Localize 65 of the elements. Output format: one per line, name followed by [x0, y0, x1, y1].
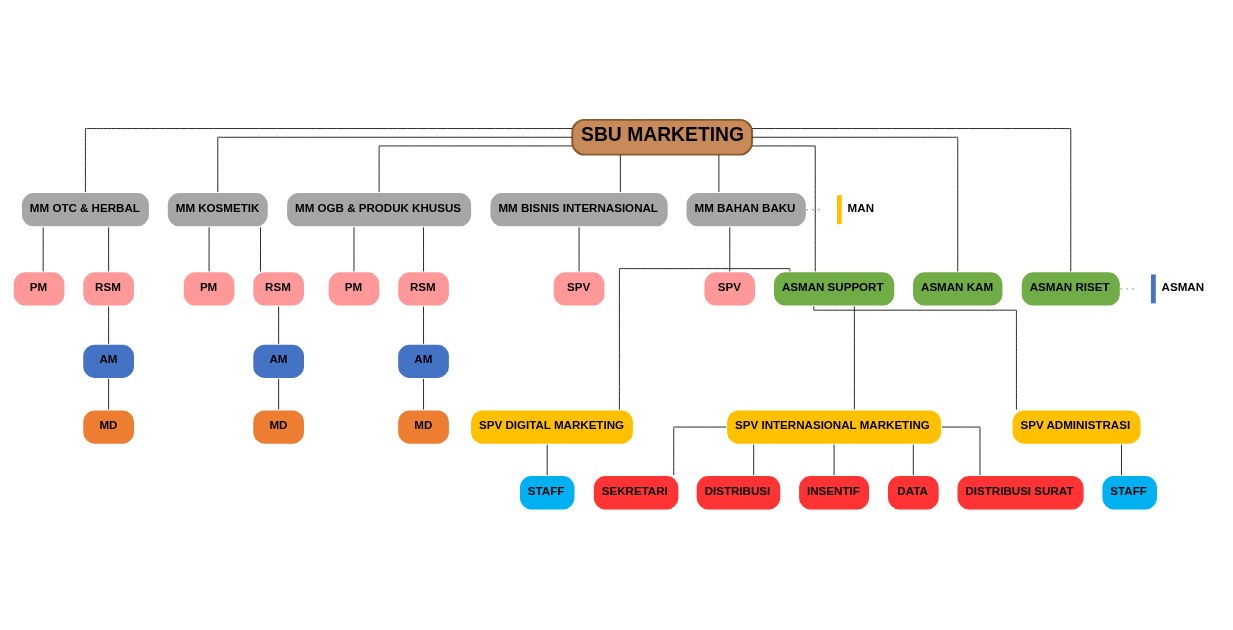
connector [1121, 444, 1122, 476]
node-box: MM OTC & HERBAL [20, 191, 151, 228]
node-box: STAFF [518, 474, 576, 511]
connector [84, 128, 573, 193]
node-box: RSM [396, 270, 451, 308]
connector [673, 426, 727, 476]
node-label: MAN [847, 201, 874, 214]
connector [941, 426, 981, 476]
node-label: ASMAN [1161, 280, 1205, 293]
connector [753, 444, 755, 476]
node-box: PM [327, 270, 381, 308]
node-box: SPV [702, 270, 757, 308]
node-box: INSENTIF [797, 474, 871, 511]
connector [853, 305, 855, 410]
connector [912, 444, 914, 476]
connector [546, 444, 548, 476]
connector [618, 268, 791, 410]
node-box: ASMAN RISET [1020, 270, 1122, 308]
node-box: DISTRIBUSI SURAT [956, 474, 1085, 511]
connector [423, 305, 425, 345]
connector [378, 145, 573, 193]
node-box: MM KOSMETIK [166, 191, 270, 228]
connector [260, 226, 261, 272]
connector [619, 154, 621, 193]
node-box: SEKRETARI [592, 474, 680, 511]
connector [813, 306, 1017, 411]
node-box: MD [251, 408, 306, 446]
connector [278, 305, 280, 345]
connector [108, 305, 110, 345]
node-box: AM [251, 343, 306, 380]
connector [751, 136, 959, 272]
connector [729, 226, 731, 272]
connector [42, 226, 44, 272]
connector [423, 378, 425, 410]
node-box: PM [182, 270, 236, 308]
connector [423, 226, 425, 272]
node-box: STAFF [1100, 474, 1159, 511]
node-box: MD [396, 408, 451, 446]
node-box: DATA [886, 474, 941, 511]
connector [217, 136, 573, 193]
connector [751, 145, 816, 272]
node-box: PM [12, 270, 66, 308]
node-box: SPV INTERNASIONAL MARKETING [725, 408, 943, 446]
node-box: ASMAN SUPPORT [772, 270, 896, 308]
node-box: MD [81, 408, 136, 446]
connector [108, 226, 110, 272]
node-box: DISTRIBUSI [695, 474, 782, 511]
node-box [1150, 274, 1156, 304]
node-box: SPV [552, 270, 606, 308]
node-box: AM [396, 343, 451, 380]
node-box: SPV DIGITAL MARKETING [469, 408, 635, 446]
node-box: SBU MARKETING [571, 118, 753, 156]
connector [278, 378, 280, 410]
connector [108, 378, 110, 410]
node-box: MM BAHAN BAKU [685, 191, 808, 228]
connector [718, 154, 720, 193]
node-box [837, 195, 842, 225]
connector [751, 128, 1072, 272]
node-box: AM [81, 343, 136, 380]
node-box: ASMAN KAM [911, 270, 1004, 308]
node-box: RSM [251, 270, 306, 308]
node-box: MM BISNIS INTERNASIONAL [489, 191, 670, 228]
node-box: RSM [81, 270, 136, 308]
node-box: MM OGB & PRODUK KHUSUS [285, 191, 473, 228]
node-box: SPV ADMINISTRASI [1011, 408, 1142, 446]
